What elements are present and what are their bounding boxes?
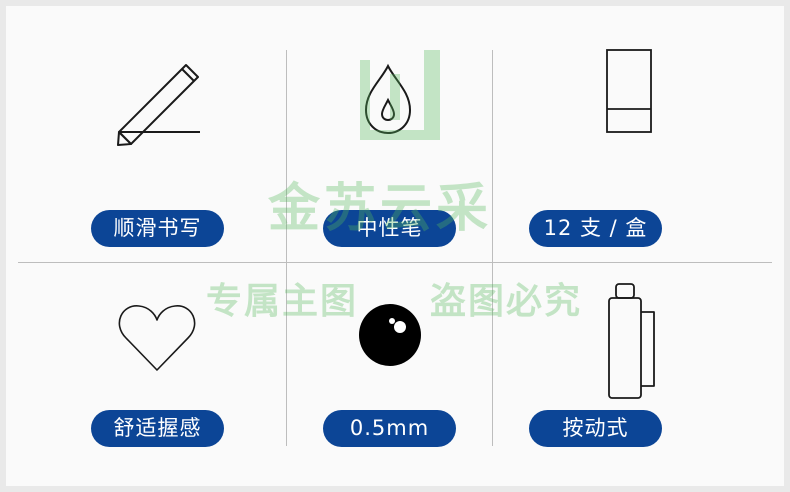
ball-tip-icon xyxy=(286,248,492,378)
feature-label: 顺滑书写 xyxy=(91,210,224,247)
feature-label: 中性笔 xyxy=(323,210,456,247)
feature-label: 12 支 / 盒 xyxy=(529,210,662,247)
feature-label: 按动式 xyxy=(529,410,662,447)
eraser-box-icon xyxy=(492,30,698,160)
feature-cell-retractable: 按动式 xyxy=(492,248,698,448)
feature-cell-gel-pen: 中性笔 xyxy=(286,30,492,247)
column-divider-2 xyxy=(492,50,493,446)
column-divider-1 xyxy=(286,50,287,446)
ink-drop-icon xyxy=(286,30,492,160)
feature-cell-tip-size: 0.5mm xyxy=(286,248,492,448)
retractable-pen-icon xyxy=(492,248,698,399)
feature-cell-box-count: 12 支 / 盒 xyxy=(492,30,698,247)
feature-label: 0.5mm xyxy=(323,410,456,447)
feature-cell-comfort-grip: 舒适握感 xyxy=(54,248,260,448)
heart-icon xyxy=(54,248,260,378)
feature-label: 舒适握感 xyxy=(91,410,224,447)
pencil-icon xyxy=(54,30,260,160)
row-divider xyxy=(18,262,772,263)
feature-cell-smooth-writing: 顺滑书写 xyxy=(54,30,260,247)
feature-panel: 顺滑书写 中性笔 12 支 / 盒 xyxy=(6,6,784,486)
